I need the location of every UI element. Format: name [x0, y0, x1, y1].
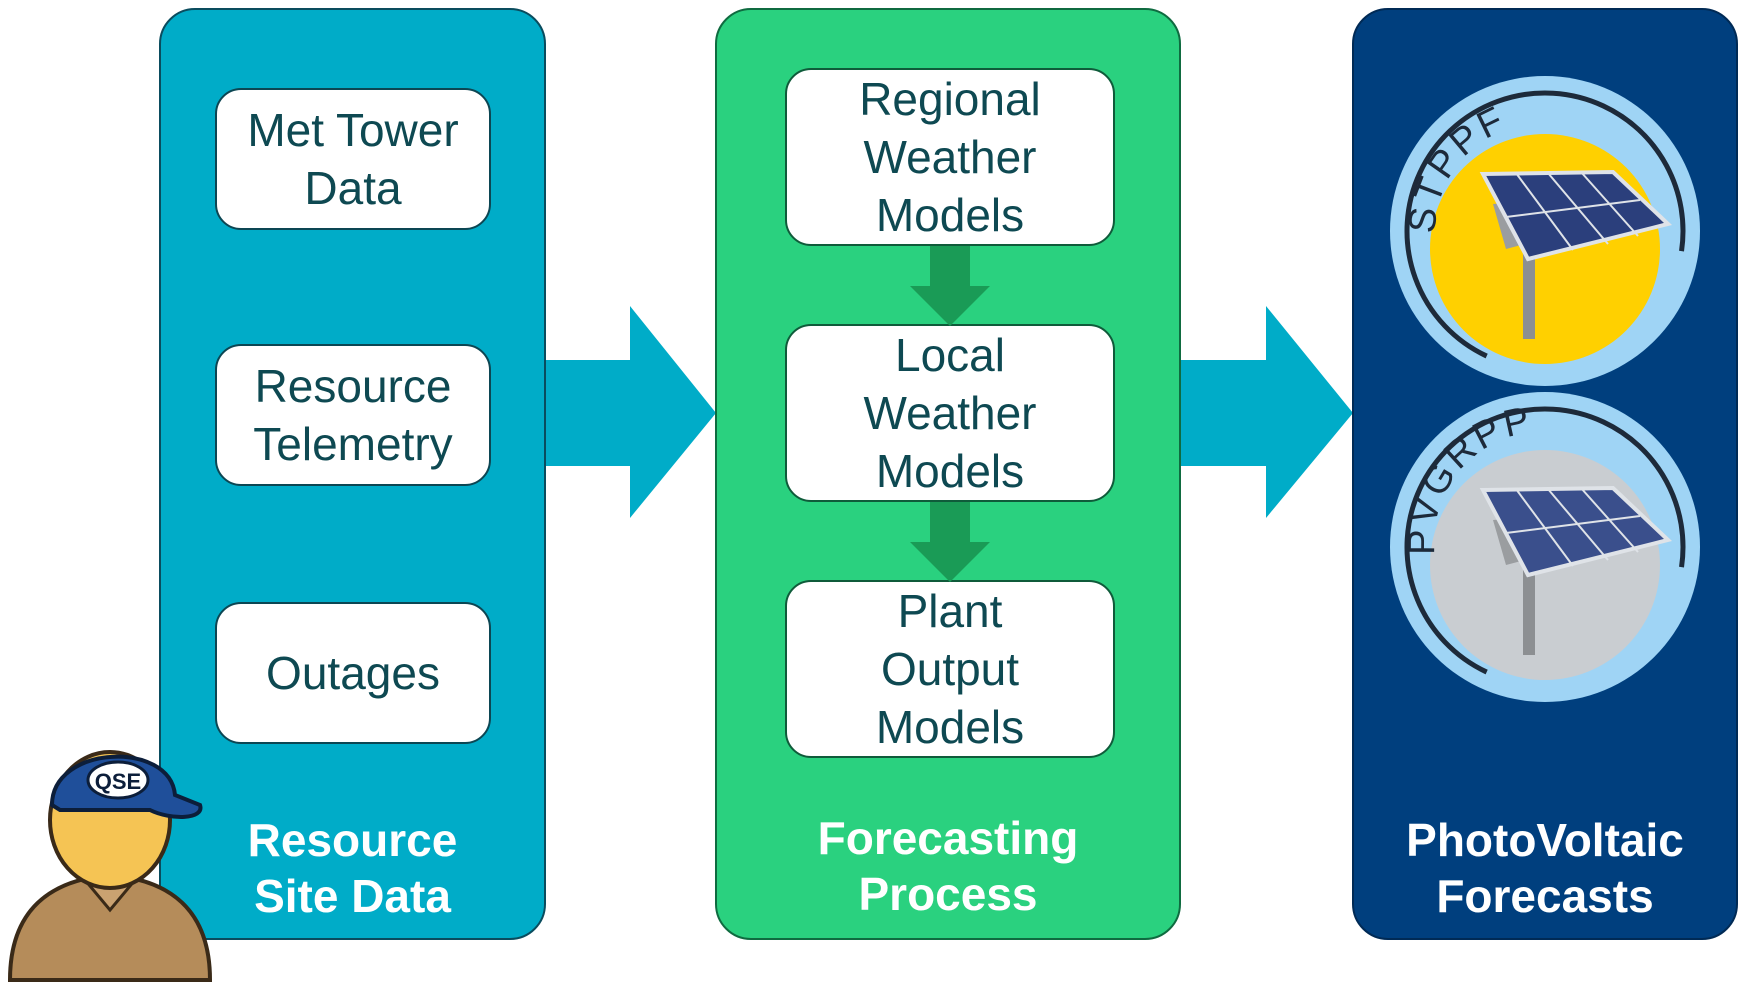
- regional-line3: Models: [875, 189, 1025, 241]
- resource-telemetry-box: Resource Telemetry: [215, 344, 491, 486]
- met-tower-line1: Met Tower: [247, 104, 459, 156]
- stppf-badge: STPPF: [1390, 76, 1700, 386]
- regional-line2: Weather: [863, 131, 1037, 183]
- plant-line1: Plant: [897, 585, 1003, 637]
- solar-panel-icon: [1479, 485, 1673, 655]
- met-tower-data-box: Met Tower Data: [215, 88, 491, 230]
- regional-weather-models-box: Regional Weather Models: [785, 68, 1115, 246]
- outages-box: Outages: [215, 602, 491, 744]
- flow-arrow-resource-to-forecast: [544, 306, 716, 518]
- resource-panel-title: Resource Site Data: [161, 812, 544, 924]
- forecast-panel-title: Forecasting Process: [717, 810, 1179, 922]
- local-line1: Local: [895, 329, 1005, 381]
- forecast-title-line2: Process: [858, 868, 1038, 920]
- solar-panel-icon: [1479, 169, 1673, 339]
- pvgrpp-badge: PVGRPP: [1390, 392, 1700, 702]
- qse-cap-label: QSE: [95, 769, 141, 794]
- local-weather-models-box: Local Weather Models: [785, 324, 1115, 502]
- flow-arrow-forecast-to-pv: [1180, 306, 1353, 518]
- pv-title-line1: PhotoVoltaic: [1406, 814, 1684, 866]
- resource-title-line1: Resource: [247, 814, 458, 866]
- forecasting-process-panel: Regional Weather Models Local Weather Mo…: [715, 8, 1181, 940]
- pv-title-line2: Forecasts: [1436, 870, 1654, 922]
- regional-line1: Regional: [859, 73, 1041, 125]
- forecast-title-line1: Forecasting: [817, 812, 1079, 864]
- photovoltaic-forecasts-panel: STPPF PVGRPP: [1352, 8, 1738, 940]
- local-line3: Models: [875, 445, 1025, 497]
- met-tower-line2: Data: [304, 162, 402, 214]
- resource-telemetry-line2: Telemetry: [253, 418, 453, 470]
- resource-telemetry-line1: Resource: [254, 360, 452, 412]
- pv-panel-title: PhotoVoltaic Forecasts: [1354, 812, 1736, 924]
- plant-output-models-box: Plant Output Models: [785, 580, 1115, 758]
- plant-line2: Output: [880, 643, 1020, 695]
- down-arrow-regional-to-local: [910, 246, 990, 326]
- down-arrow-local-to-plant: [910, 502, 990, 582]
- qse-person-icon: QSE: [7, 750, 213, 982]
- local-line2: Weather: [863, 387, 1037, 439]
- outages-label: Outages: [266, 647, 440, 699]
- resource-site-data-panel: Met Tower Data Resource Telemetry Outage…: [159, 8, 546, 940]
- resource-title-line2: Site Data: [254, 870, 451, 922]
- plant-line3: Models: [875, 701, 1025, 753]
